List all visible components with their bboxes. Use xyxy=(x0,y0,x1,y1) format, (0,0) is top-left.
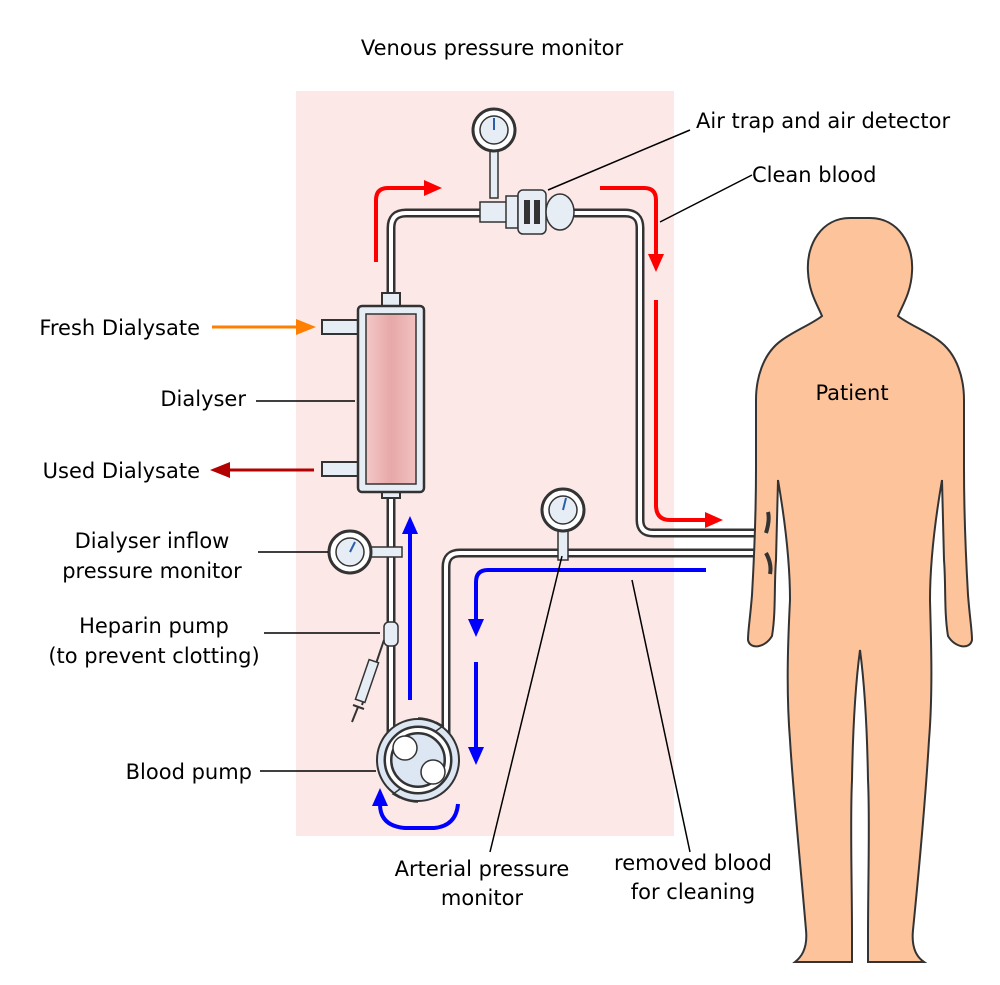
dialyser xyxy=(321,292,426,499)
arterial-pressure-gauge-icon xyxy=(540,487,586,561)
label-air-trap: Air trap and air detector xyxy=(696,109,950,133)
used-dialysate-arrow xyxy=(210,462,314,478)
blood-pump-icon xyxy=(376,717,460,803)
label-heparin-line1: Heparin pump xyxy=(79,614,229,638)
dirty-flow-arrows xyxy=(372,516,706,830)
label-venous-pressure-monitor: Venous pressure monitor xyxy=(361,36,624,60)
label-removed-line2: for cleaning xyxy=(631,880,756,904)
air-trap-icon xyxy=(479,189,575,235)
label-patient: Patient xyxy=(815,381,888,405)
patient-silhouette xyxy=(746,217,974,963)
label-dialyser-inflow-line1: Dialyser inflow xyxy=(75,529,230,553)
label-fresh-dialysate: Fresh Dialysate xyxy=(39,316,200,340)
label-removed-line1: removed blood xyxy=(614,851,772,875)
leader-lines xyxy=(256,129,753,853)
dialyser-inflow-gauge-icon xyxy=(327,529,403,575)
clean-flow-arrows xyxy=(374,180,723,528)
label-dialyser: Dialyser xyxy=(160,387,246,411)
patient-access-tubes xyxy=(764,511,773,575)
fresh-dialysate-arrow xyxy=(212,319,316,335)
label-dialyser-inflow-line2: pressure monitor xyxy=(62,559,242,583)
label-used-dialysate: Used Dialysate xyxy=(43,459,200,483)
label-arterial-line1: Arterial pressure xyxy=(395,857,570,881)
venous-pressure-gauge-icon xyxy=(471,107,517,199)
heparin-syringe-icon xyxy=(351,621,399,723)
label-clean-blood: Clean blood xyxy=(752,163,876,187)
label-arterial-line2: monitor xyxy=(441,886,524,910)
label-blood-pump: Blood pump xyxy=(126,760,252,784)
label-heparin-line2: (to prevent clotting) xyxy=(48,644,259,668)
